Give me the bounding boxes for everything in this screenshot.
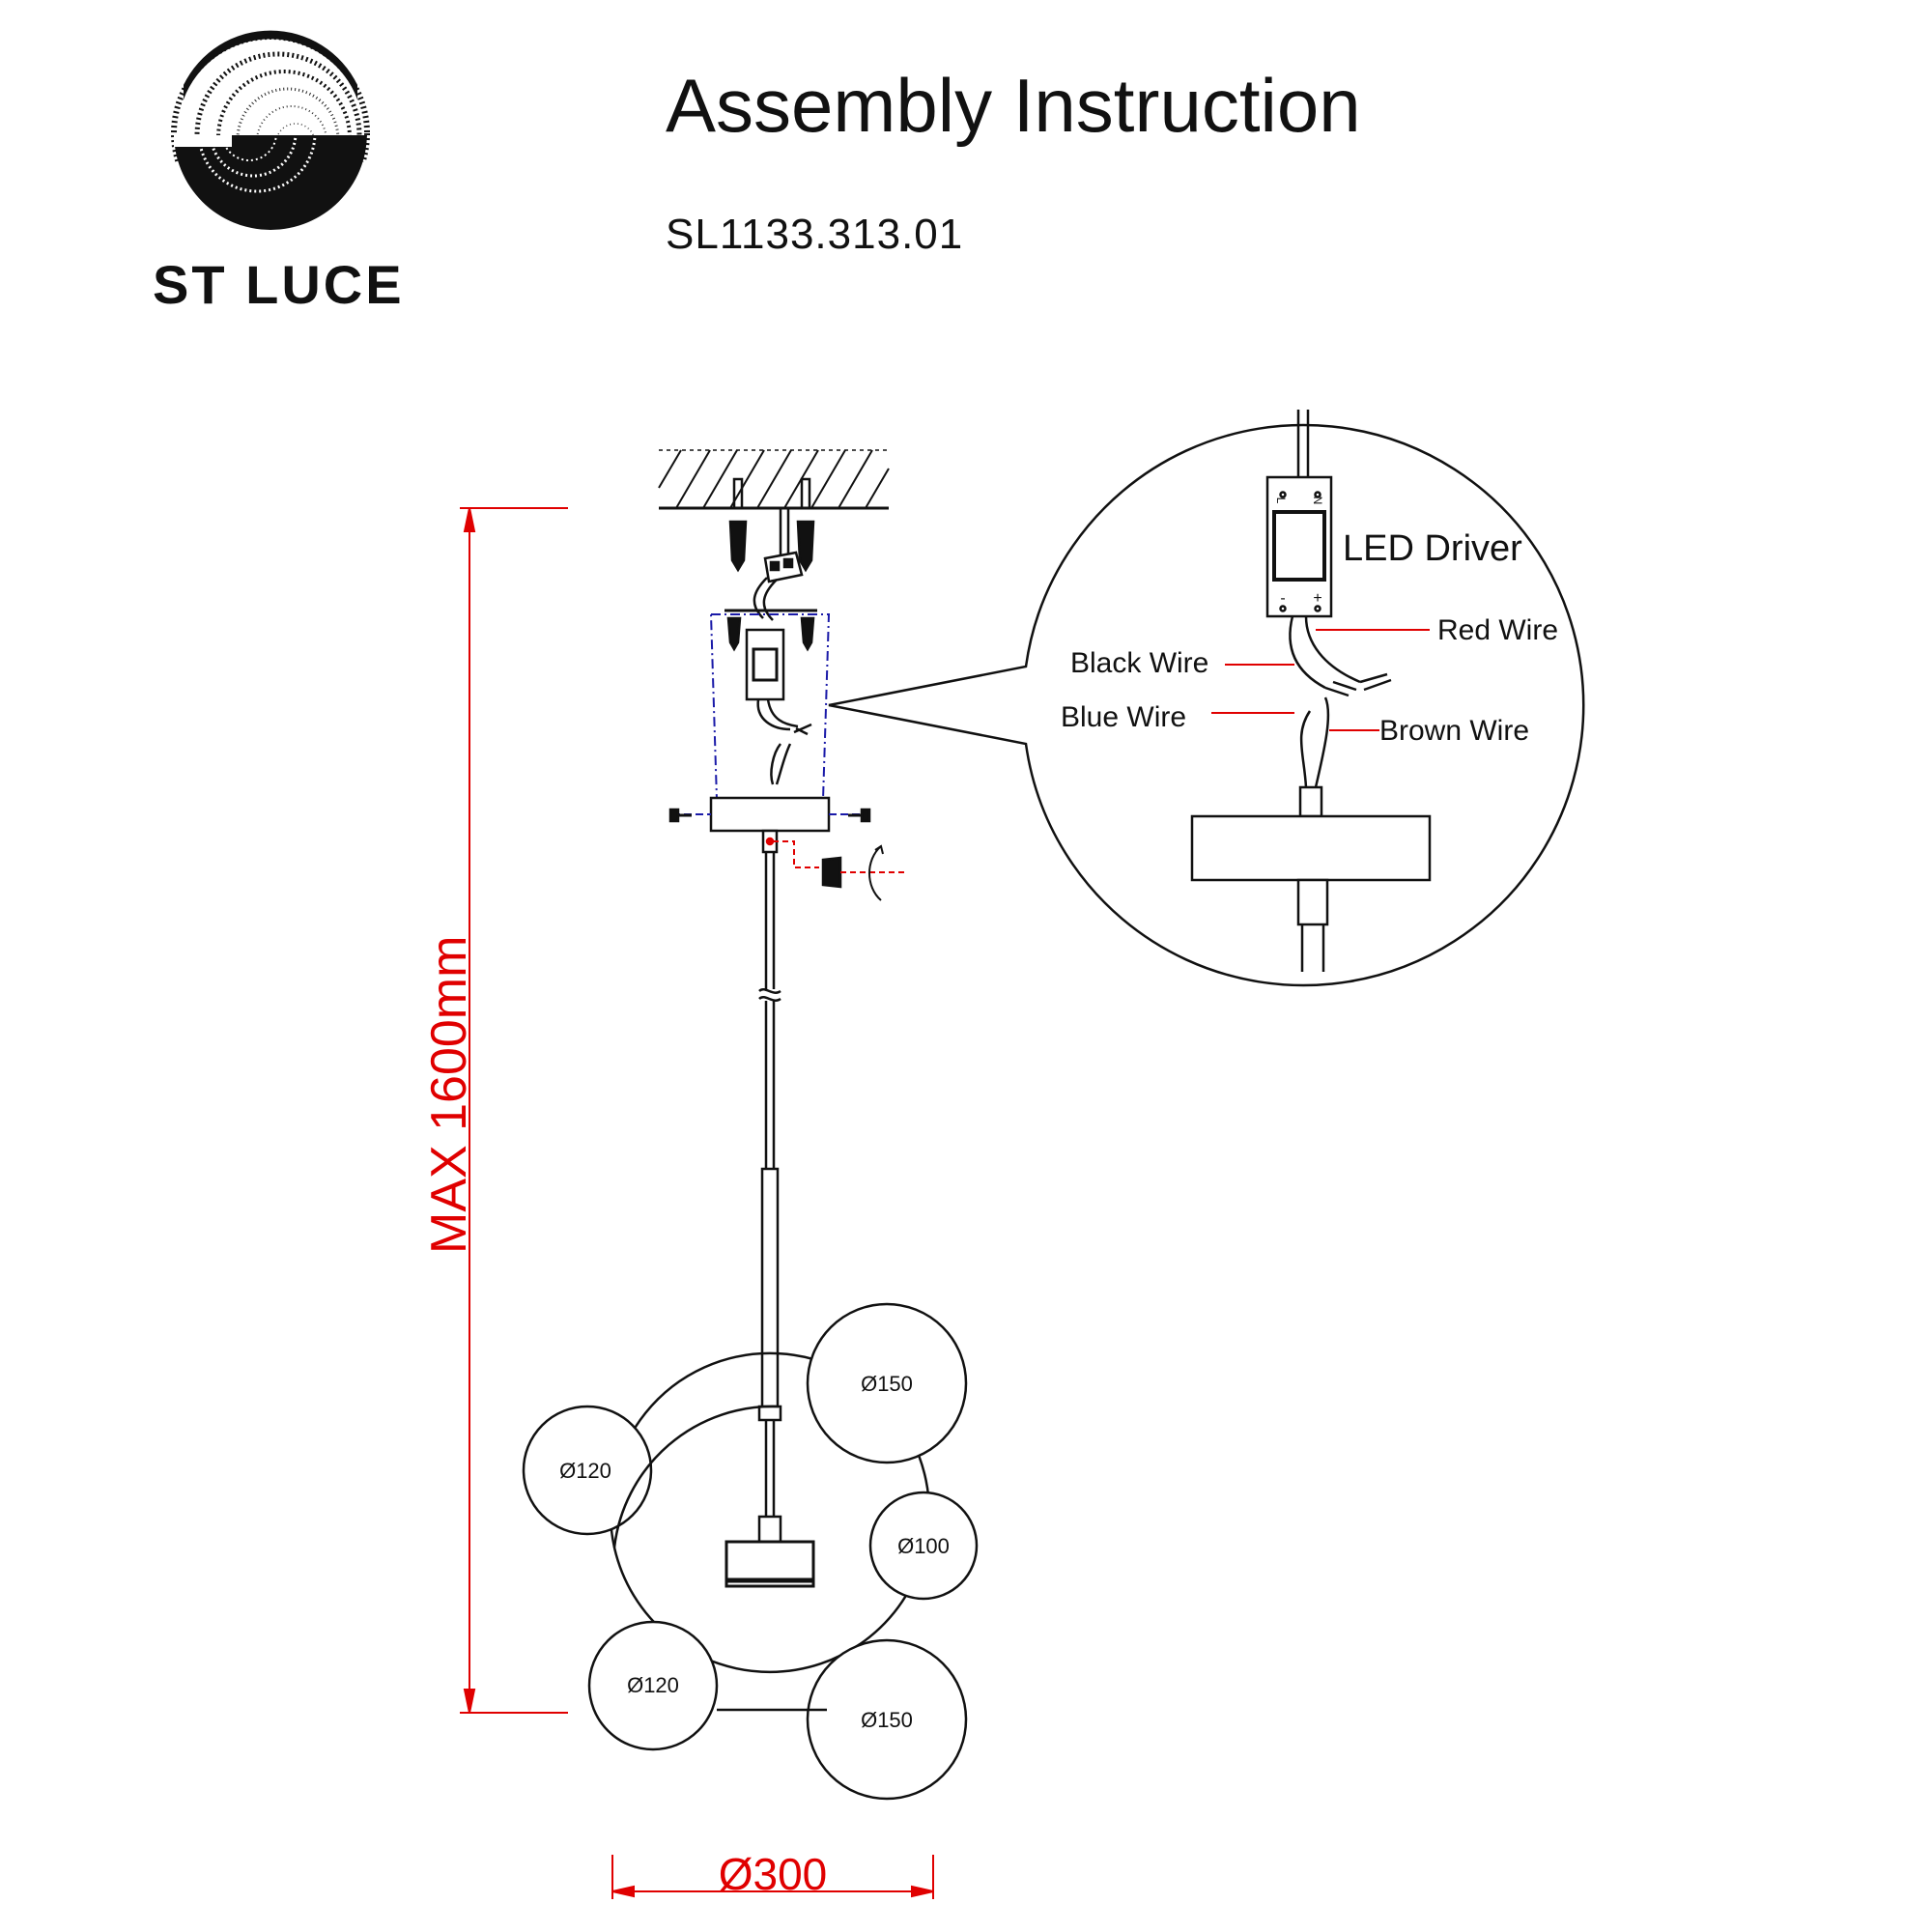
terminal-label-l: L xyxy=(1274,497,1288,504)
shade-label-top-right: Ø150 xyxy=(861,1372,913,1396)
shade-label-left-bottom: Ø120 xyxy=(627,1673,679,1697)
spiral-s-logo-icon xyxy=(171,30,370,230)
brown-wire-label: Brown Wire xyxy=(1379,715,1529,747)
shade-label-right-middle: Ø100 xyxy=(897,1534,950,1558)
height-dimension xyxy=(460,507,568,1714)
shade-label-bottom-right: Ø150 xyxy=(861,1708,913,1732)
brand-name: ST LUCE xyxy=(153,254,405,315)
height-label: MAX 1600mm xyxy=(421,936,477,1254)
led-driver-label: LED Driver xyxy=(1343,528,1522,569)
blue-wire-label: Blue Wire xyxy=(1061,701,1186,733)
width-dimension xyxy=(611,1855,934,1899)
terminal-label-n: N xyxy=(1311,497,1324,505)
page-title: Assembly Instruction xyxy=(666,63,1361,148)
canopy-outline xyxy=(709,609,831,801)
width-label: Ø300 xyxy=(719,1849,828,1899)
terminal-label-plus: + xyxy=(1313,590,1321,607)
led-driver-small xyxy=(745,628,812,785)
red-wire-label: Red Wire xyxy=(1437,614,1558,646)
detail-callout xyxy=(828,410,1585,987)
set-screw xyxy=(773,840,908,901)
shade-label-left-top: Ø120 xyxy=(559,1459,611,1483)
terminal-block xyxy=(753,508,804,621)
ceiling-screws xyxy=(728,477,815,573)
glass-shades xyxy=(522,1302,979,1801)
black-wire-label: Black Wire xyxy=(1070,647,1208,679)
ceiling-hatch xyxy=(658,449,890,510)
terminal-label-minus: - xyxy=(1280,590,1285,607)
canopy-plate xyxy=(668,796,871,833)
suspension-rod xyxy=(724,829,815,1588)
model-number: SL1133.313.01 xyxy=(666,211,964,258)
